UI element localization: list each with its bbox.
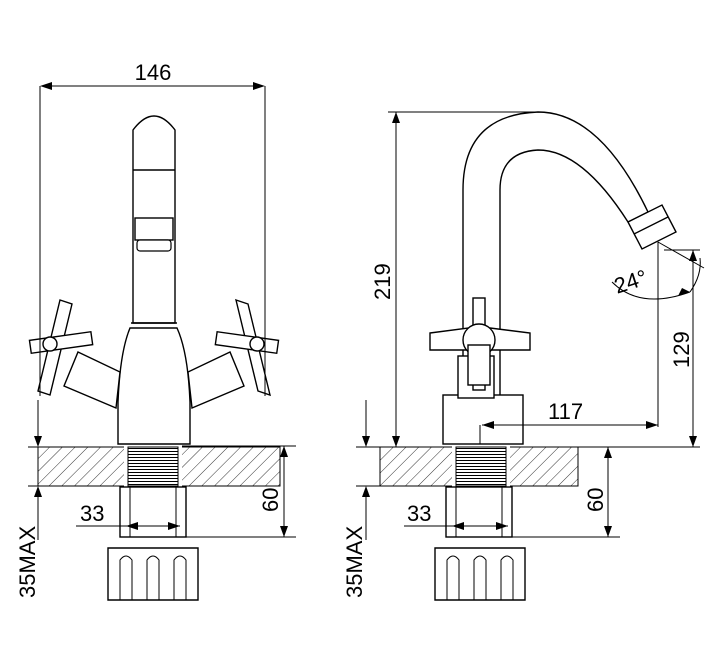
label-146: 146 — [135, 60, 172, 85]
dim-side-shank-length: 60 — [512, 446, 620, 538]
label-33-front: 33 — [80, 501, 104, 526]
countertop-section-side — [379, 446, 579, 487]
front-view: 146 35MAX 60 33 — [15, 60, 296, 601]
label-33-side: 33 — [407, 501, 431, 526]
dim-side-spout-angle: 24° — [611, 241, 705, 300]
left-handle — [28, 299, 121, 410]
right-handle — [187, 298, 280, 410]
faucet-body-side — [429, 297, 531, 445]
dim-side-reach: 117 — [479, 242, 659, 444]
label-219: 219 — [370, 263, 395, 300]
faucet-body — [117, 115, 191, 445]
dim-side-spout-height: 129 — [510, 249, 700, 448]
dim-front-counter-thickness: 35MAX — [15, 400, 124, 598]
dim-front-width: 146 — [39, 60, 266, 396]
mounting-shank-side — [434, 486, 526, 601]
label-60-front: 60 — [258, 488, 283, 512]
label-60-side: 60 — [583, 488, 608, 512]
dim-front-shank-length: 60 — [182, 445, 296, 538]
label-117: 117 — [548, 399, 583, 424]
dim-side-counter-thickness: 35MAX — [342, 400, 452, 598]
countertop-section — [37, 446, 281, 487]
side-view: 219 117 129 24° — [342, 111, 705, 601]
mounting-shank — [107, 486, 199, 601]
label-24deg: 24° — [611, 265, 650, 299]
dim-side-height: 219 — [370, 111, 536, 447]
dim-front-thread-dia: 33 — [76, 501, 180, 530]
dim-side-thread-dia: 33 — [404, 501, 508, 530]
label-129: 129 — [669, 331, 694, 368]
label-35max-side: 35MAX — [342, 526, 367, 598]
swivel-spout — [462, 111, 677, 395]
label-35max-front: 35MAX — [15, 526, 40, 598]
